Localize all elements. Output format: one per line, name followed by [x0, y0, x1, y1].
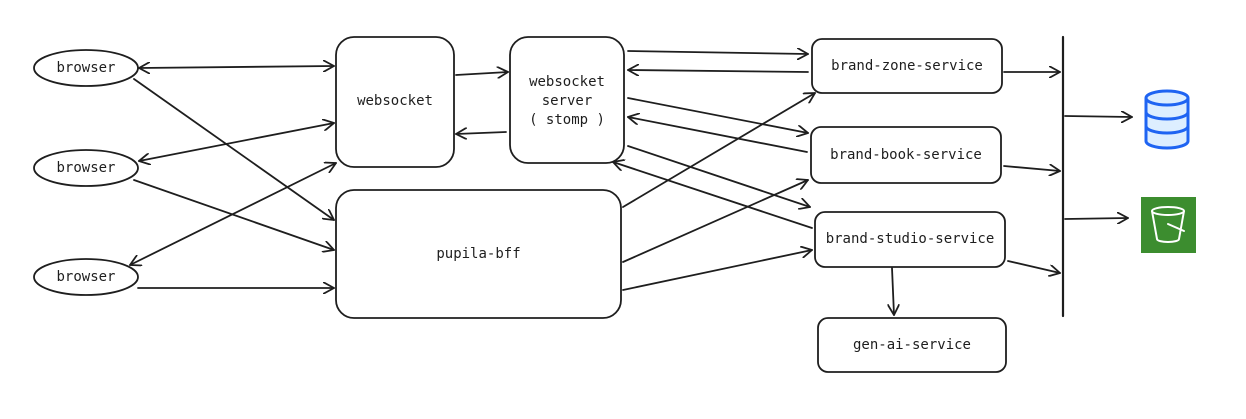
storage-bucket-icon: [1141, 197, 1196, 253]
browser-node-2: [33, 149, 139, 187]
edge-studio-to-bus: [1007, 260, 1061, 273]
edge-book-to-server: [627, 117, 808, 153]
websocket-node: [335, 36, 455, 168]
edge-bff-to-book: [622, 180, 809, 263]
edge-browser2-bff: [133, 179, 335, 250]
edge-bus-to-database: [1064, 116, 1133, 117]
edge-browser1-websocket: [138, 66, 335, 68]
websocket-server-node: [509, 36, 625, 164]
edge-book-to-bus: [1003, 166, 1061, 171]
gen-ai-service-node: [817, 317, 1007, 373]
edge-bus-to-bucket: [1064, 218, 1129, 219]
edge-browser1-bff: [133, 78, 335, 221]
brand-book-service-node: [810, 126, 1002, 184]
edge-bff-to-zone: [622, 92, 816, 208]
edge-studio-to-genai: [892, 267, 894, 316]
browser-node-1: [33, 49, 139, 87]
browser-node-3: [33, 258, 139, 296]
edge-server-to-websocket: [455, 132, 507, 134]
edge-zone-to-server: [627, 70, 809, 72]
edge-studio-to-server: [612, 162, 813, 229]
edge-server-to-studio: [627, 145, 811, 207]
brand-zone-service-node: [811, 38, 1003, 94]
edge-server-to-book: [627, 97, 809, 133]
edge-browser2-websocket: [138, 123, 335, 161]
edge-server-to-zone: [627, 51, 809, 54]
edge-websocket-to-server: [455, 72, 509, 75]
pupila-bff-node: [335, 189, 622, 319]
database-icon: [1144, 89, 1190, 150]
edge-bff-to-studio: [622, 250, 813, 291]
brand-studio-service-node: [814, 211, 1006, 268]
